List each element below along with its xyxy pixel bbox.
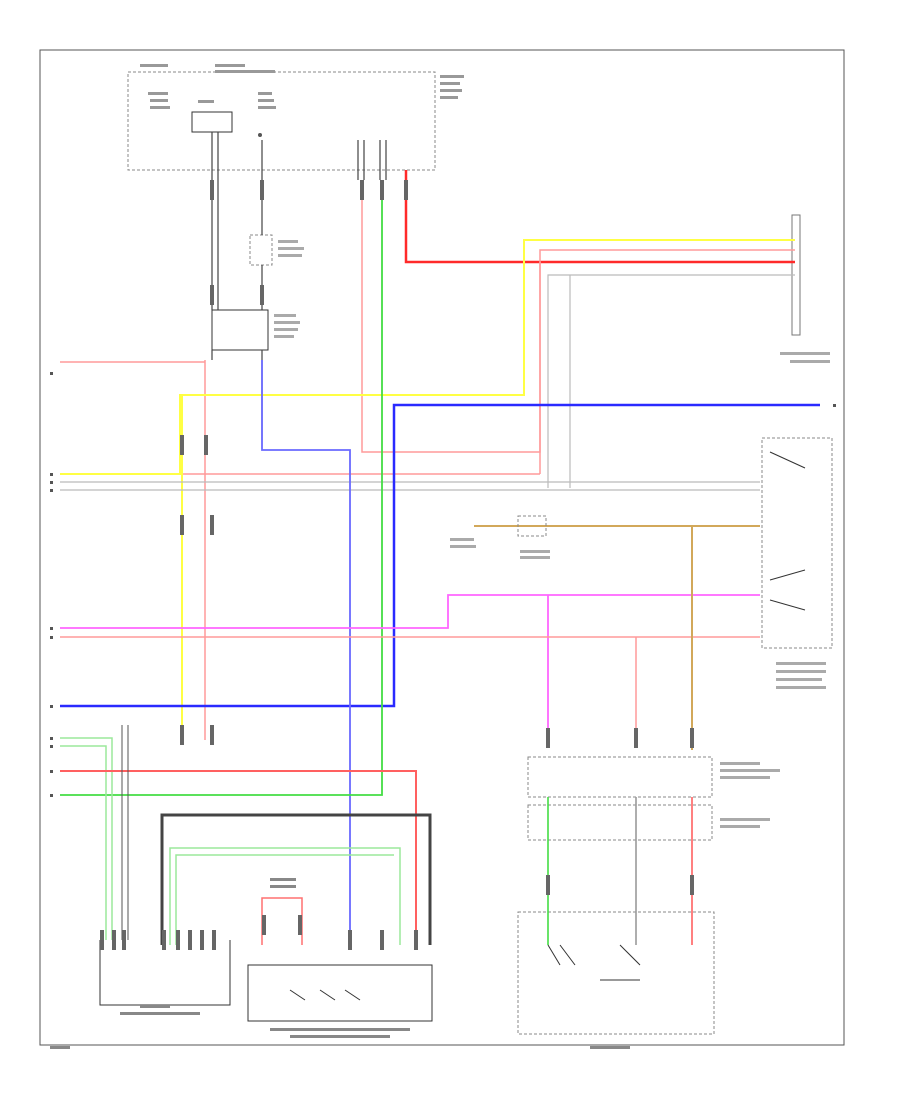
combination-switch-box [517, 911, 715, 1035]
blue-wire-main [60, 403, 820, 708]
cruise-control-header [261, 897, 303, 945]
top-module-text-stubs [140, 64, 464, 109]
diagram-border [39, 49, 845, 1046]
red-wire-top [404, 170, 795, 264]
pink-wire-top-right [361, 180, 795, 453]
connector-pin-marks [100, 180, 694, 950]
black-wires-top [211, 132, 387, 440]
cruise-switch-contacts [289, 989, 361, 1001]
magenta-wire [60, 594, 760, 748]
light-green-harness-2 [175, 854, 394, 945]
spiral-cable-label-stubs [720, 762, 780, 828]
left-combo-connector-wires [121, 725, 129, 940]
light-green-wire-left [60, 737, 113, 940]
power-relay-box [211, 309, 269, 351]
transmission-switch-label-stubs [776, 662, 826, 689]
thick-harness [160, 813, 432, 945]
pink-wire-left-2 [60, 262, 541, 475]
shift-sensor-label-stubs [780, 352, 830, 363]
blue-wire-right [261, 360, 351, 935]
pink-wire-left [60, 360, 206, 740]
tan-wire [474, 525, 760, 750]
combo-switch-contacts [547, 944, 641, 981]
gray-wire-right [547, 274, 795, 488]
relay-box [191, 111, 233, 133]
cruise-label-stubs [270, 878, 410, 1038]
mid-relay-box [517, 515, 547, 537]
pink-wire-mid [60, 636, 760, 748]
combo-wires [547, 797, 693, 945]
power-relay-label-stubs [274, 314, 300, 338]
green-wire [60, 180, 383, 796]
bottom-right-label-stub [590, 1046, 630, 1049]
light-green-harness [169, 847, 401, 945]
top-module-dashed-box [127, 71, 436, 171]
steering-pad-switch [527, 804, 713, 841]
relay-label-stub [198, 100, 214, 103]
red-wire-bottom [60, 770, 417, 935]
left-edge-terminals [50, 372, 53, 797]
fuse-block-label-stubs [278, 240, 304, 257]
fuse-block [249, 234, 273, 266]
mid-relay-label-stubs [450, 538, 550, 559]
terminal-dot [258, 133, 262, 137]
transmission-control-switch [761, 437, 833, 649]
gray-wire-row [60, 481, 760, 491]
left-combo-label-stubs [120, 1005, 200, 1015]
yellow-wire [60, 239, 795, 475]
bottom-left-label-stub [50, 1046, 70, 1049]
switch-contacts [769, 451, 806, 611]
spiral-cable-module [527, 756, 713, 798]
right-edge-terminals [833, 404, 836, 407]
cruise-control-ecu [247, 964, 433, 1022]
